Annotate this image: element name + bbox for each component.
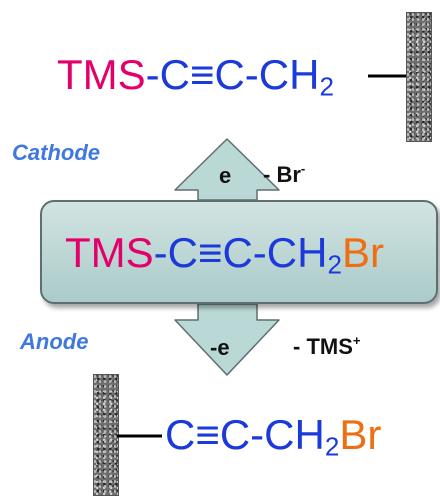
anode-label: Anode bbox=[20, 329, 89, 354]
anode-leaving-text: - TMS bbox=[293, 334, 353, 359]
top-electrode bbox=[406, 12, 432, 142]
anode-leaving-charge: + bbox=[352, 332, 361, 348]
top-product-formula: TMS-C≡C-CH2 bbox=[57, 51, 334, 100]
reactant-box bbox=[40, 200, 438, 304]
reactant-subscript: 2 bbox=[327, 249, 342, 280]
reactant-formula: TMS-C≡C-CH2Br bbox=[65, 229, 384, 278]
top-product-subscript: 2 bbox=[319, 71, 334, 102]
anode-down-arrow bbox=[174, 303, 280, 376]
bottom-product-chain: C≡C-CH bbox=[165, 411, 325, 458]
cathode-electron-label: e bbox=[219, 163, 232, 188]
anode-leaving-group: - TMS+ bbox=[293, 332, 361, 359]
reactant-chain: -C≡C-CH bbox=[153, 229, 328, 276]
top-product-chain: -C≡C-CH bbox=[145, 51, 320, 98]
bottom-product-br: Br bbox=[339, 411, 382, 458]
top-product-tms: TMS bbox=[57, 51, 146, 98]
cathode-leaving-charge: - bbox=[300, 160, 306, 176]
bottom-product-subscript: 2 bbox=[324, 431, 340, 462]
reactant-tms: TMS bbox=[65, 229, 154, 276]
bottom-product-formula: C≡C-CH2Br bbox=[165, 411, 382, 460]
reactant-br: Br bbox=[341, 229, 384, 276]
cathode-leaving-group: - Br- bbox=[263, 160, 306, 187]
cathode-leaving-text: - Br bbox=[263, 162, 301, 187]
cathode-label: Cathode bbox=[12, 140, 100, 165]
anode-electron-label: -e bbox=[210, 335, 230, 360]
